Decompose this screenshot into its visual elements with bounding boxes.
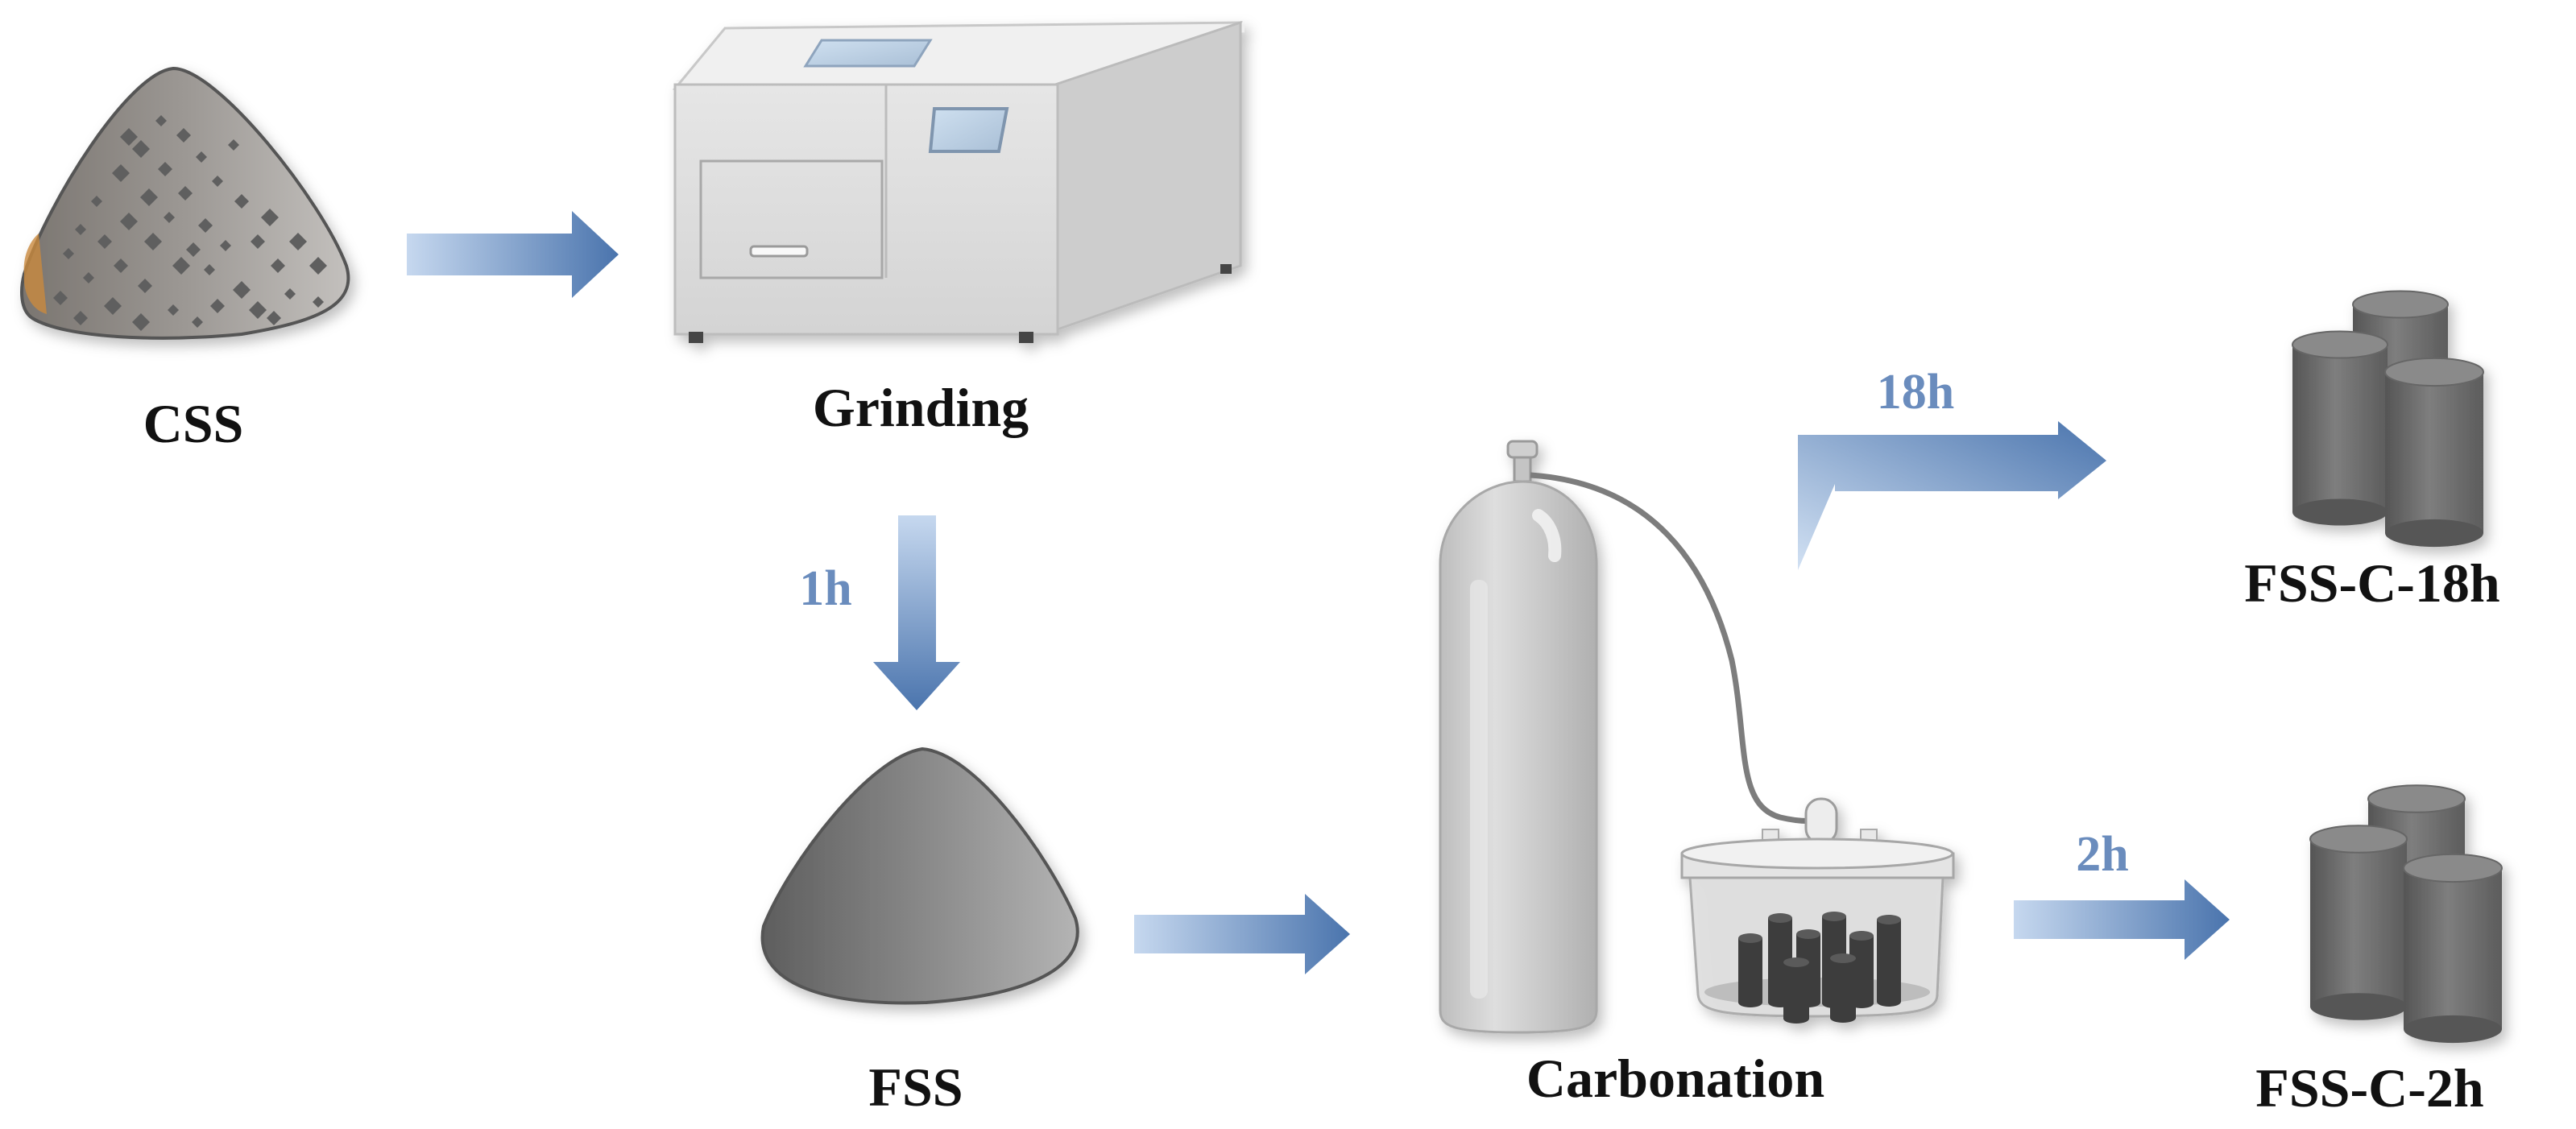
- label-fss: FSS: [868, 1057, 963, 1118]
- sand-grain-dot: [53, 291, 68, 305]
- sand-grain-dot: [210, 299, 225, 313]
- time-label-18h: 18h: [1876, 365, 1955, 420]
- sand-grain-dot: [83, 272, 94, 283]
- sand-grain-dot: [120, 213, 138, 230]
- time-label-2h: 2h: [2076, 827, 2129, 882]
- sand-grain-dot: [261, 209, 279, 226]
- chamber-sample-cylinder: [1877, 915, 1901, 1007]
- sample-cylinder: [2384, 357, 2484, 548]
- sand-grain-dot: [176, 128, 191, 143]
- sand-grain-dot: [192, 316, 203, 328]
- sand-grain-dot: [97, 234, 112, 249]
- sample-cylinder: [2292, 330, 2388, 526]
- chamber-sample-cylinder: [1830, 953, 1856, 1023]
- sand-grain-dot: [233, 281, 251, 299]
- sand-grain-dot: [212, 176, 223, 187]
- sand-grain-dot: [249, 301, 267, 319]
- sand-grain-dot: [267, 311, 281, 325]
- co2-gas-cylinder-icon: [1439, 440, 1598, 1034]
- fss-c-2h-samples-icon: [2309, 784, 2503, 1044]
- sand-grain-dot: [132, 140, 150, 158]
- chamber-sample-cylinder: [1783, 957, 1809, 1024]
- label-carbonation: Carbonation: [1526, 1048, 1825, 1109]
- sand-grain-dot: [271, 258, 285, 273]
- sand-grain-dot: [73, 311, 88, 325]
- sand-grain-dot: [234, 194, 249, 209]
- sand-grain-dot: [144, 233, 162, 250]
- sand-grain-dot: [178, 186, 193, 201]
- sand-grain-dot: [140, 188, 158, 206]
- sand-grain-dot: [120, 128, 138, 146]
- label-fss-c-2h: FSS-C-2h: [2255, 1057, 2484, 1119]
- grinding-machine-icon: [672, 20, 1245, 343]
- label-css: CSS: [143, 393, 244, 454]
- sample-cylinder: [2309, 825, 2408, 1020]
- sand-grain-dot: [251, 234, 265, 249]
- sand-grain-dot: [289, 233, 307, 250]
- sand-grain-dot: [204, 264, 215, 275]
- sand-grain-dot: [104, 297, 122, 315]
- sand-grain-dot: [138, 279, 152, 293]
- sand-grain-dot: [168, 304, 179, 316]
- sand-grain-dot: [186, 242, 201, 257]
- sand-grain-dot: [75, 224, 86, 235]
- sand-grain-dot: [284, 288, 296, 300]
- arrow-grinding-to-fss: [873, 515, 960, 710]
- sand-grain-dot: [198, 218, 213, 233]
- sand-grain-dot: [172, 257, 190, 275]
- arrow-carbonation-18h: [1798, 421, 2106, 570]
- arrow-css-to-grinding: [407, 211, 619, 298]
- sand-grain-dot: [220, 240, 231, 251]
- sand-grain-dot: [91, 196, 102, 207]
- css-coarse-cone-icon: [20, 66, 350, 340]
- sand-grain-dot: [155, 115, 167, 126]
- sand-grain-dot: [158, 162, 172, 176]
- sand-grain-dot: [132, 313, 150, 331]
- gas-hose: [1530, 472, 1827, 824]
- sample-cylinder: [2403, 853, 2503, 1044]
- sand-grain-dot: [228, 139, 239, 151]
- fss-c-18h-samples-icon: [2292, 290, 2484, 548]
- sand-grain-dot: [114, 258, 128, 273]
- time-label-grinding: 1h: [799, 561, 852, 616]
- arrow-carbonation-2h: [2014, 879, 2230, 960]
- sand-grain-dot: [164, 212, 175, 223]
- label-grinding: Grinding: [812, 377, 1029, 438]
- sand-grain-dot: [313, 296, 324, 308]
- sand-grain-dot: [112, 164, 130, 182]
- fss-fine-cone-icon: [760, 746, 1079, 1005]
- sand-grain-dot: [309, 257, 327, 275]
- label-fss-c-18h: FSS-C-18h: [2244, 552, 2500, 614]
- arrow-fss-to-carbonation: [1134, 894, 1350, 974]
- sand-grain-dot: [196, 151, 207, 163]
- sand-grain-dot: [63, 248, 74, 259]
- carbonation-chamber-icon: [1680, 797, 1955, 1024]
- chamber-sample-cylinder: [1738, 933, 1762, 1007]
